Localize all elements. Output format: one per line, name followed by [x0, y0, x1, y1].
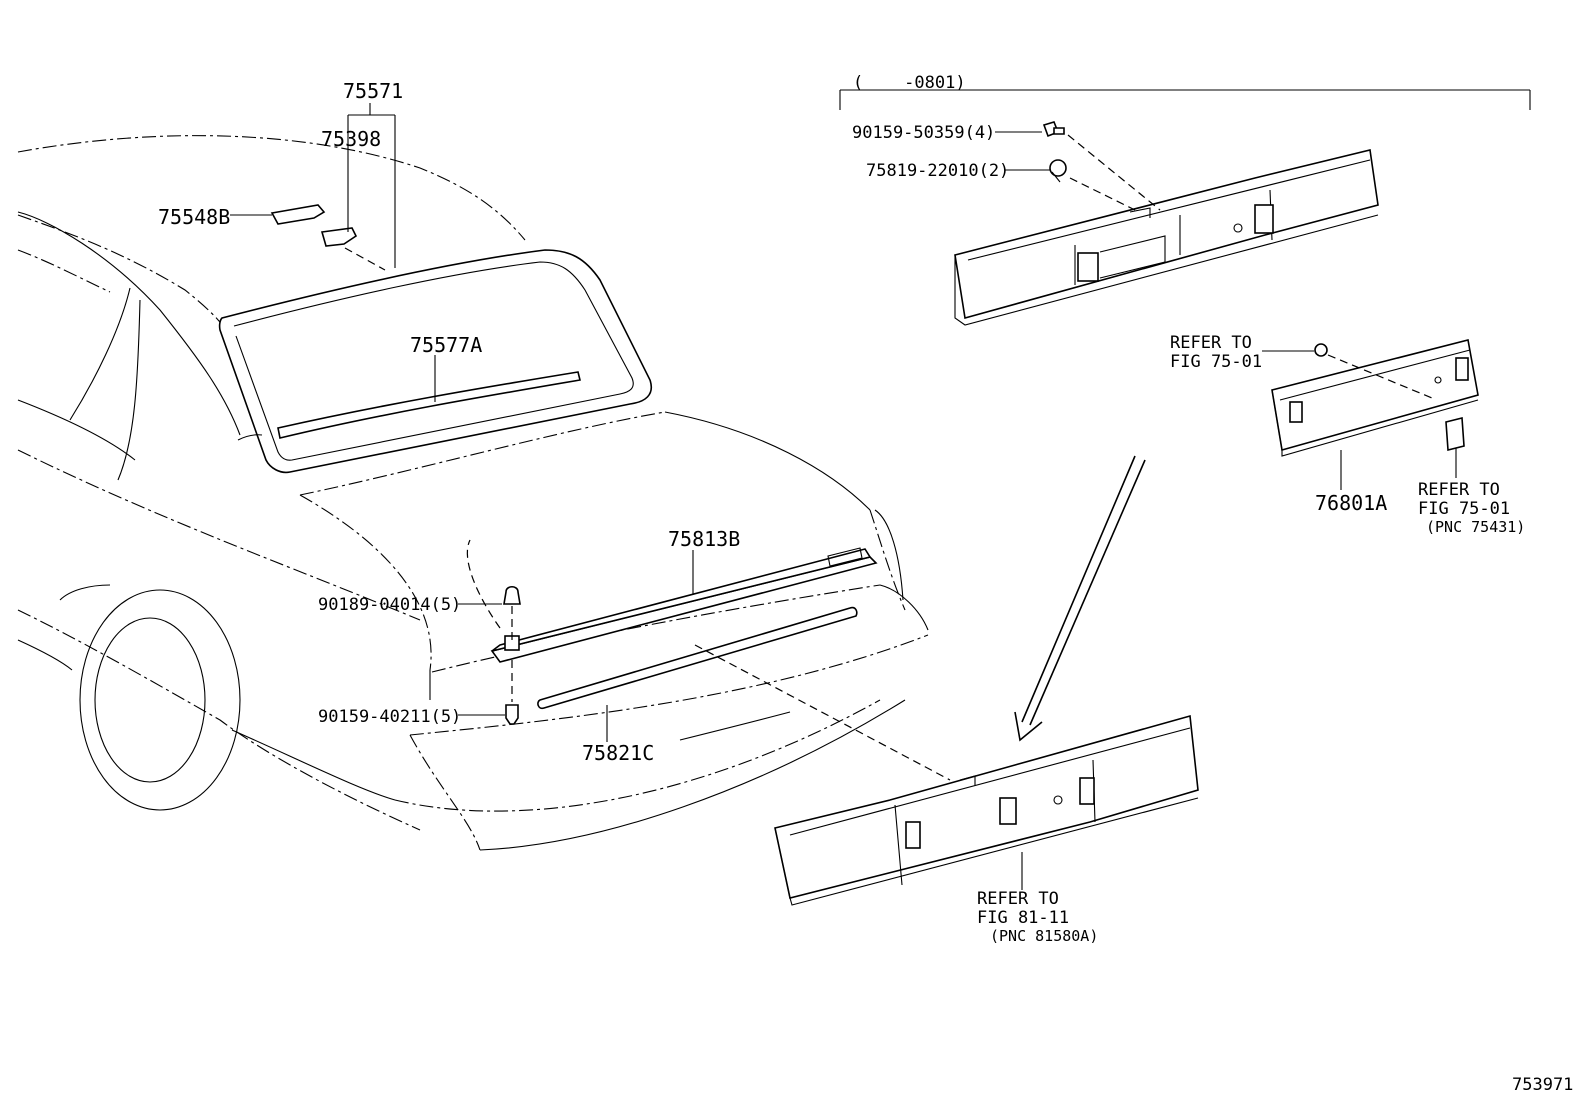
part-label-75577A: 75577A [410, 333, 482, 357]
refer-pnc-label-3: (PNC 81580A) [990, 927, 1098, 945]
leader-lines [230, 89, 1531, 890]
part-label-76801A: 76801A [1315, 491, 1387, 515]
panel-76801A [1271, 339, 1479, 457]
refer-pnc-label-2: (PNC 75431) [1426, 518, 1525, 536]
part-label-75813B: 75813B [668, 527, 740, 551]
refer-to-label-1: REFER TO [1170, 333, 1252, 353]
part-label-75548B: 75548B [158, 205, 230, 229]
car-fasteners [466, 539, 521, 725]
refer-to-label-3: REFER TO [977, 889, 1059, 909]
date-range-label: ( -0801) [853, 73, 966, 93]
refer-fig-label-3: FIG 81-11 [977, 908, 1069, 928]
car-body-outline [17, 135, 929, 851]
clip-parts [270, 204, 358, 247]
upper-rear-panel [954, 149, 1379, 326]
part-label-90189-04014: 90189-04014(5) [318, 595, 461, 615]
large-arrow-icon [1014, 455, 1146, 742]
refer-fig-label-1: FIG 75-01 [1170, 352, 1262, 372]
panel-fasteners [1042, 121, 1067, 183]
part-label-75819-22010: 75819-22010(2) [866, 161, 1009, 181]
part-label-75398: 75398 [321, 127, 381, 151]
refer-fig-label-2: FIG 75-01 [1418, 499, 1510, 519]
refer-to-label-2: REFER TO [1418, 480, 1500, 500]
part-label-90159-40211: 90159-40211(5) [318, 707, 461, 727]
rear-garnish [490, 547, 878, 710]
part-label-75821C: 75821C [582, 741, 654, 765]
lower-rear-panel [774, 714, 1199, 906]
part-label-75571: 75571 [343, 79, 403, 103]
part-label-90159-50359: 90159-50359(4) [852, 123, 995, 143]
figure-id: 753971 [1512, 1075, 1573, 1095]
